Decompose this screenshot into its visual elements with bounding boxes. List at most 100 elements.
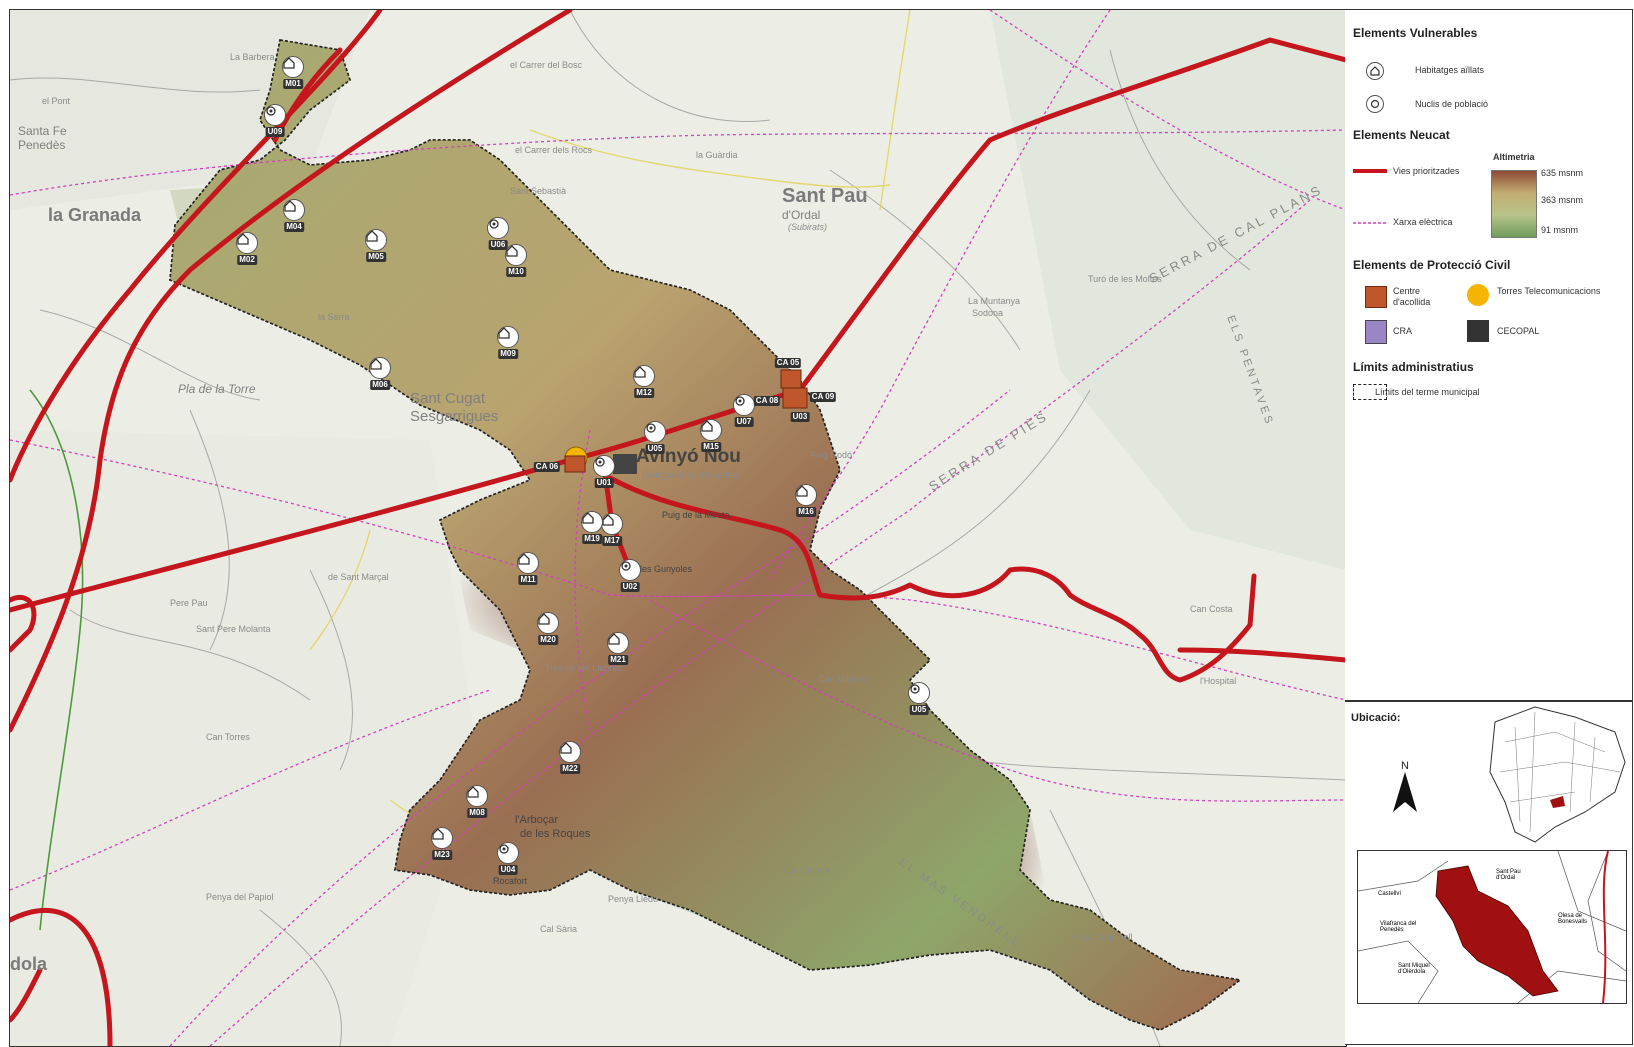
ca06-label: CA 06: [533, 462, 561, 472]
settlement-icon: [266, 106, 276, 116]
isolated-house-marker[interactable]: [633, 365, 655, 387]
inset-label-c: Vilafranca del Penedès: [1380, 921, 1417, 933]
isolated-house-marker[interactable]: [466, 785, 488, 807]
centre-acollida-marker: [780, 369, 802, 389]
point-code-label: M23: [432, 850, 452, 860]
legend-panel: Elements Vulnerables Habitatges aïllats …: [1345, 9, 1633, 701]
house-icon: [602, 514, 614, 526]
point-code-label: U04: [498, 865, 518, 875]
point-code-label: U02: [620, 582, 640, 592]
house-icon: [560, 742, 572, 754]
point-code-label: M15: [701, 442, 721, 452]
basemap-zone: [10, 430, 480, 1046]
isolated-house-marker[interactable]: [581, 511, 603, 533]
legend-xarxa: Xarxa elèctrica: [1393, 217, 1453, 227]
legend-neucat-title: Elements Neucat: [1353, 128, 1450, 142]
settlement-icon: [735, 396, 745, 406]
legend-limits: Límits del terme municipal: [1375, 387, 1480, 397]
north-label: N: [1401, 760, 1409, 772]
point-code-label: M04: [284, 222, 304, 232]
house-icon: [498, 327, 510, 339]
isolated-house-marker[interactable]: [601, 513, 623, 535]
legend-habitatges: Habitatges aïllats: [1415, 65, 1485, 75]
house-icon: [366, 230, 378, 242]
settlement-icon: [910, 684, 920, 694]
point-code-label: U06: [488, 240, 508, 250]
house-icon: [506, 245, 518, 257]
isolated-house-marker[interactable]: [431, 827, 453, 849]
settlement-marker[interactable]: [487, 217, 509, 239]
legend-alt-low: 91 msnm: [1541, 225, 1579, 235]
isolated-house-marker[interactable]: [365, 229, 387, 251]
inset-map: Sant Pau d'Ordal Olesa de Bonesvalls Vil…: [1357, 850, 1627, 1004]
centre-acollida-marker: [564, 455, 586, 473]
point-code-label: M12: [634, 388, 654, 398]
settlement-marker[interactable]: [264, 104, 286, 126]
house-icon: [284, 200, 296, 212]
point-code-label: M19: [582, 534, 602, 544]
isolated-house-marker[interactable]: [282, 56, 304, 78]
house-icon: [467, 786, 479, 798]
house-icon: [370, 358, 382, 370]
cecopal-icon: [1467, 320, 1489, 342]
point-code-label: M05: [366, 252, 386, 262]
power-lines: [10, 10, 1346, 1046]
point-code-label: M08: [467, 808, 487, 818]
point-code-label: U01: [594, 478, 614, 488]
house-icon: [518, 553, 530, 565]
house-icon: [582, 512, 594, 524]
isolated-house-marker[interactable]: [537, 612, 559, 634]
isolated-house-marker[interactable]: [283, 199, 305, 221]
house-icon: [634, 366, 646, 378]
legend-alt-mid: 363 msnm: [1541, 195, 1584, 205]
rail-line: [29, 389, 84, 931]
point-code-label: U09: [265, 127, 285, 137]
north-arrow: N: [1393, 760, 1417, 815]
legend-alt-high: 635 msnm: [1541, 168, 1584, 178]
settlement-marker[interactable]: [733, 394, 755, 416]
isolated-house-marker[interactable]: [700, 419, 722, 441]
priority-roads: [10, 10, 1346, 1046]
legend-torres: Torres Telecomunicacions: [1497, 286, 1601, 296]
isolated-house-marker[interactable]: [795, 484, 817, 506]
isolated-house-marker[interactable]: [236, 232, 258, 254]
settlement-marker[interactable]: [619, 559, 641, 581]
settlement-marker[interactable]: [593, 455, 615, 477]
house-icon: [432, 828, 444, 840]
map-canvas: [10, 10, 1346, 1046]
point-code-label: M20: [538, 635, 558, 645]
isolated-house-marker[interactable]: [497, 326, 519, 348]
legend-proteccio-title: Elements de Protecció Civil: [1353, 258, 1511, 272]
isolated-house-marker[interactable]: [505, 244, 527, 266]
point-code-label: M22: [560, 764, 580, 774]
tower-icon: [1467, 284, 1489, 306]
power-legend-icon: [1353, 222, 1387, 224]
centre-acollida-marker: [782, 387, 808, 409]
inset-map-canvas: [1358, 851, 1626, 1003]
legend-cecopal: CECOPAL: [1497, 326, 1540, 336]
point-code-label: M02: [237, 255, 257, 265]
isolated-house-marker[interactable]: [607, 632, 629, 654]
settlement-icon: [499, 844, 509, 854]
settlement-marker[interactable]: [497, 842, 519, 864]
legend-limits-title: Límits administratius: [1353, 360, 1474, 374]
map-view[interactable]: Santa Fe Penedès la Granada el Pont La B…: [9, 9, 1347, 1047]
point-code-label: M01: [283, 79, 303, 89]
catalonia-map: [1489, 706, 1626, 843]
house-icon: [701, 420, 713, 432]
settlement-icon: [1366, 95, 1384, 113]
point-code-label: M10: [506, 267, 526, 277]
settlement-marker[interactable]: [908, 682, 930, 704]
isolated-house-marker[interactable]: [559, 741, 581, 763]
ca09-label: CA 09: [809, 392, 837, 402]
ca05-label: CA 05: [774, 358, 802, 368]
inset-label-b: Olesa de Bonesvalls: [1558, 913, 1588, 925]
point-code-label: U07: [734, 417, 754, 427]
legend-vies: Vies prioritzades: [1393, 166, 1460, 176]
settlement-marker[interactable]: [644, 421, 666, 443]
isolated-house-marker[interactable]: [517, 552, 539, 574]
isolated-house-marker[interactable]: [369, 357, 391, 379]
north-arrow-icon: [1393, 772, 1417, 812]
legend-nuclis: Nuclis de població: [1415, 99, 1489, 109]
cra-icon: [1365, 320, 1387, 344]
